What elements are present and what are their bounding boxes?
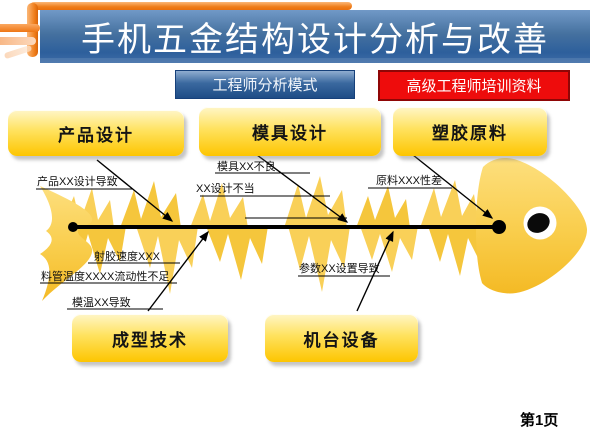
cause-label-mold-2: XX设计不当 — [196, 183, 255, 195]
bone-plastic-material — [407, 150, 494, 219]
category-box-product-design: 产品设计 — [8, 110, 184, 156]
bone-mold-design — [252, 151, 349, 223]
cause-label-mold-1: 模具XX不良 — [217, 161, 276, 173]
engineer-mode-tag: 工程师分析模式 — [175, 70, 355, 99]
category-label: 产品设计 — [58, 125, 134, 145]
page-number: 第1页 — [520, 412, 559, 429]
category-label: 塑胶原料 — [432, 124, 508, 143]
training-material-tag-label: 高级工程师培训资料 — [406, 78, 542, 95]
category-box-machine-equip: 机台设备 — [265, 314, 418, 362]
cause-label-molding-2: 料管温度XXXX流动性不足 — [41, 271, 170, 283]
fish-tail-icon — [40, 186, 93, 301]
spine-start-dot — [68, 222, 78, 232]
cause-label-material-1: 原料XXX性差 — [376, 175, 443, 187]
fish-eye-pupil — [527, 213, 550, 233]
category-box-mold-design: 模具设计 — [199, 107, 381, 156]
training-material-tag: 高级工程师培训资料 — [378, 70, 570, 101]
bone-molding-tech — [147, 230, 209, 312]
branch-bones — [96, 150, 494, 312]
slide-title-bar: 手机五金结构设计分析与改善 — [40, 10, 590, 63]
engineer-mode-tag-label: 工程师分析模式 — [212, 77, 318, 94]
corner-ornament-left-bar-2 — [0, 37, 36, 45]
category-label: 模具设计 — [252, 124, 328, 143]
category-box-molding-tech: 成型技术 — [72, 314, 228, 362]
cause-label-molding-1: 射胶速度XXX — [94, 251, 161, 263]
category-label: 机台设备 — [303, 330, 380, 350]
cause-label-product-1: 产品XX设计导致 — [37, 176, 118, 188]
cause-label-molding-3: 模温XX导致 — [72, 297, 131, 309]
corner-ornament-top-bar — [30, 2, 352, 10]
category-label: 成型技术 — [112, 330, 188, 350]
bone-product-design — [96, 159, 174, 222]
cause-label-machine-1: 参数XX设置导致 — [299, 263, 380, 275]
corner-ornament-left-bar-1 — [0, 24, 40, 32]
cause-underlines — [36, 172, 452, 310]
category-box-plastic-material: 塑胶原料 — [393, 107, 547, 156]
slide-title: 手机五金结构设计分析与改善 — [81, 22, 549, 59]
spine-end-dot — [492, 220, 506, 234]
bone-machine-equip — [356, 230, 394, 312]
